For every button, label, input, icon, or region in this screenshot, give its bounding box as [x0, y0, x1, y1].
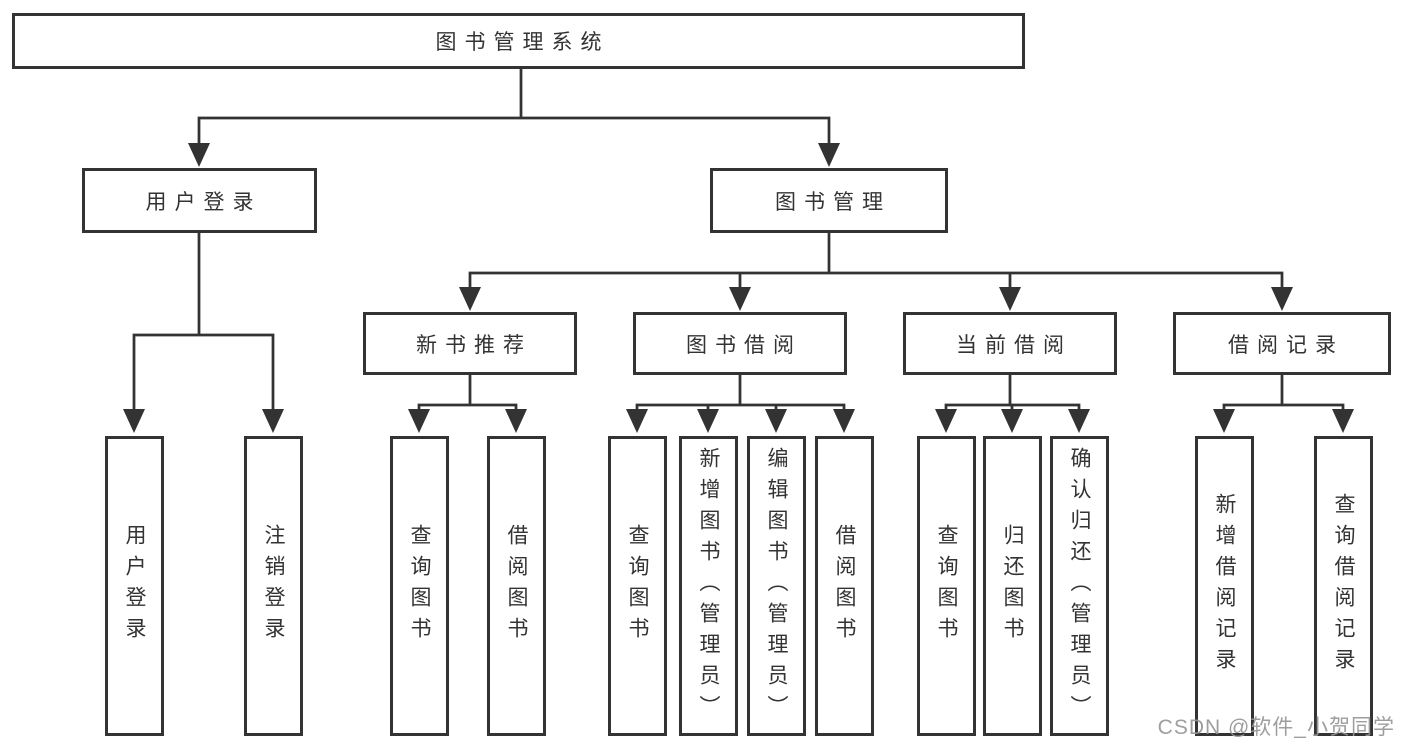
- leaf-return-books: 归还图书: [983, 436, 1042, 736]
- arrow-down-icon: [1213, 409, 1235, 433]
- leaf-add-book-admin: 新增图书（管理员）: [679, 436, 738, 736]
- leaf-query-books-current: 查询图书: [917, 436, 976, 736]
- arrow-down-icon: [999, 287, 1021, 311]
- arrowheads: [123, 143, 1354, 433]
- node-label: 新增图书（管理员）: [697, 446, 720, 726]
- node-user-login: 用户登录: [82, 168, 317, 233]
- leaf-borrow-books: 借阅图书: [815, 436, 874, 736]
- node-label: 新增借阅记录: [1213, 493, 1236, 679]
- node-label: 图书管理系统: [435, 31, 610, 54]
- node-label: 查询图书: [626, 524, 649, 648]
- node-book-management-system: 图书管理系统: [12, 13, 1025, 69]
- node-label: 确认归还（管理员）: [1068, 446, 1091, 726]
- node-label: 编辑图书（管理员）: [765, 446, 788, 726]
- node-label: 借阅记录: [1228, 333, 1344, 357]
- node-borrowing-records: 借阅记录: [1173, 312, 1391, 375]
- node-label: 查询图书: [408, 524, 431, 648]
- arrow-down-icon: [833, 409, 855, 433]
- leaf-logout: 注销登录: [244, 436, 303, 736]
- leaf-confirm-return-admin: 确认归还（管理员）: [1050, 436, 1109, 736]
- node-label: 用户登录: [123, 524, 146, 648]
- node-label: 借阅图书: [505, 524, 528, 648]
- arrow-down-icon: [697, 409, 719, 433]
- arrow-down-icon: [1068, 409, 1090, 433]
- node-book-borrowing: 图书借阅: [633, 312, 847, 375]
- node-book-management: 图书管理: [710, 168, 948, 233]
- arrow-down-icon: [188, 143, 210, 167]
- leaf-edit-book-admin: 编辑图书（管理员）: [747, 436, 806, 736]
- arrow-down-icon: [729, 287, 751, 311]
- node-label: 归还图书: [1001, 524, 1024, 648]
- leaf-add-borrow-record: 新增借阅记录: [1195, 436, 1254, 736]
- node-label: 新书推荐: [416, 333, 532, 357]
- node-label: 查询借阅记录: [1332, 493, 1355, 679]
- node-label: 图书管理: [775, 190, 891, 214]
- node-label: 用户登录: [145, 190, 262, 214]
- node-label: 注销登录: [262, 524, 285, 648]
- arrow-down-icon: [935, 409, 957, 433]
- arrow-down-icon: [408, 409, 430, 433]
- arrow-down-icon: [262, 409, 284, 433]
- node-current-borrowing: 当前借阅: [903, 312, 1117, 375]
- leaf-borrow-books-recommend: 借阅图书: [487, 436, 546, 736]
- leaf-query-borrow-record: 查询借阅记录: [1314, 436, 1373, 736]
- leaf-user-login: 用户登录: [105, 436, 164, 736]
- watermark: CSDN @软件_小贺同学: [1157, 716, 1395, 739]
- arrow-down-icon: [123, 409, 145, 433]
- arrow-down-icon: [765, 409, 787, 433]
- arrow-down-icon: [626, 409, 648, 433]
- leaf-query-books-borrowing: 查询图书: [608, 436, 667, 736]
- arrow-down-icon: [1332, 409, 1354, 433]
- arrow-down-icon: [505, 409, 527, 433]
- node-label: 图书借阅: [686, 333, 802, 357]
- tree-edges: [132, 67, 1345, 412]
- arrow-down-icon: [459, 287, 481, 311]
- arrow-down-icon: [1001, 409, 1023, 433]
- node-label: 借阅图书: [833, 524, 856, 648]
- arrow-down-icon: [1271, 287, 1293, 311]
- arrow-down-icon: [818, 143, 840, 167]
- node-new-book-recommend: 新书推荐: [363, 312, 577, 375]
- leaf-query-books-recommend: 查询图书: [390, 436, 449, 736]
- node-label: 当前借阅: [956, 333, 1072, 357]
- node-label: 查询图书: [935, 524, 958, 648]
